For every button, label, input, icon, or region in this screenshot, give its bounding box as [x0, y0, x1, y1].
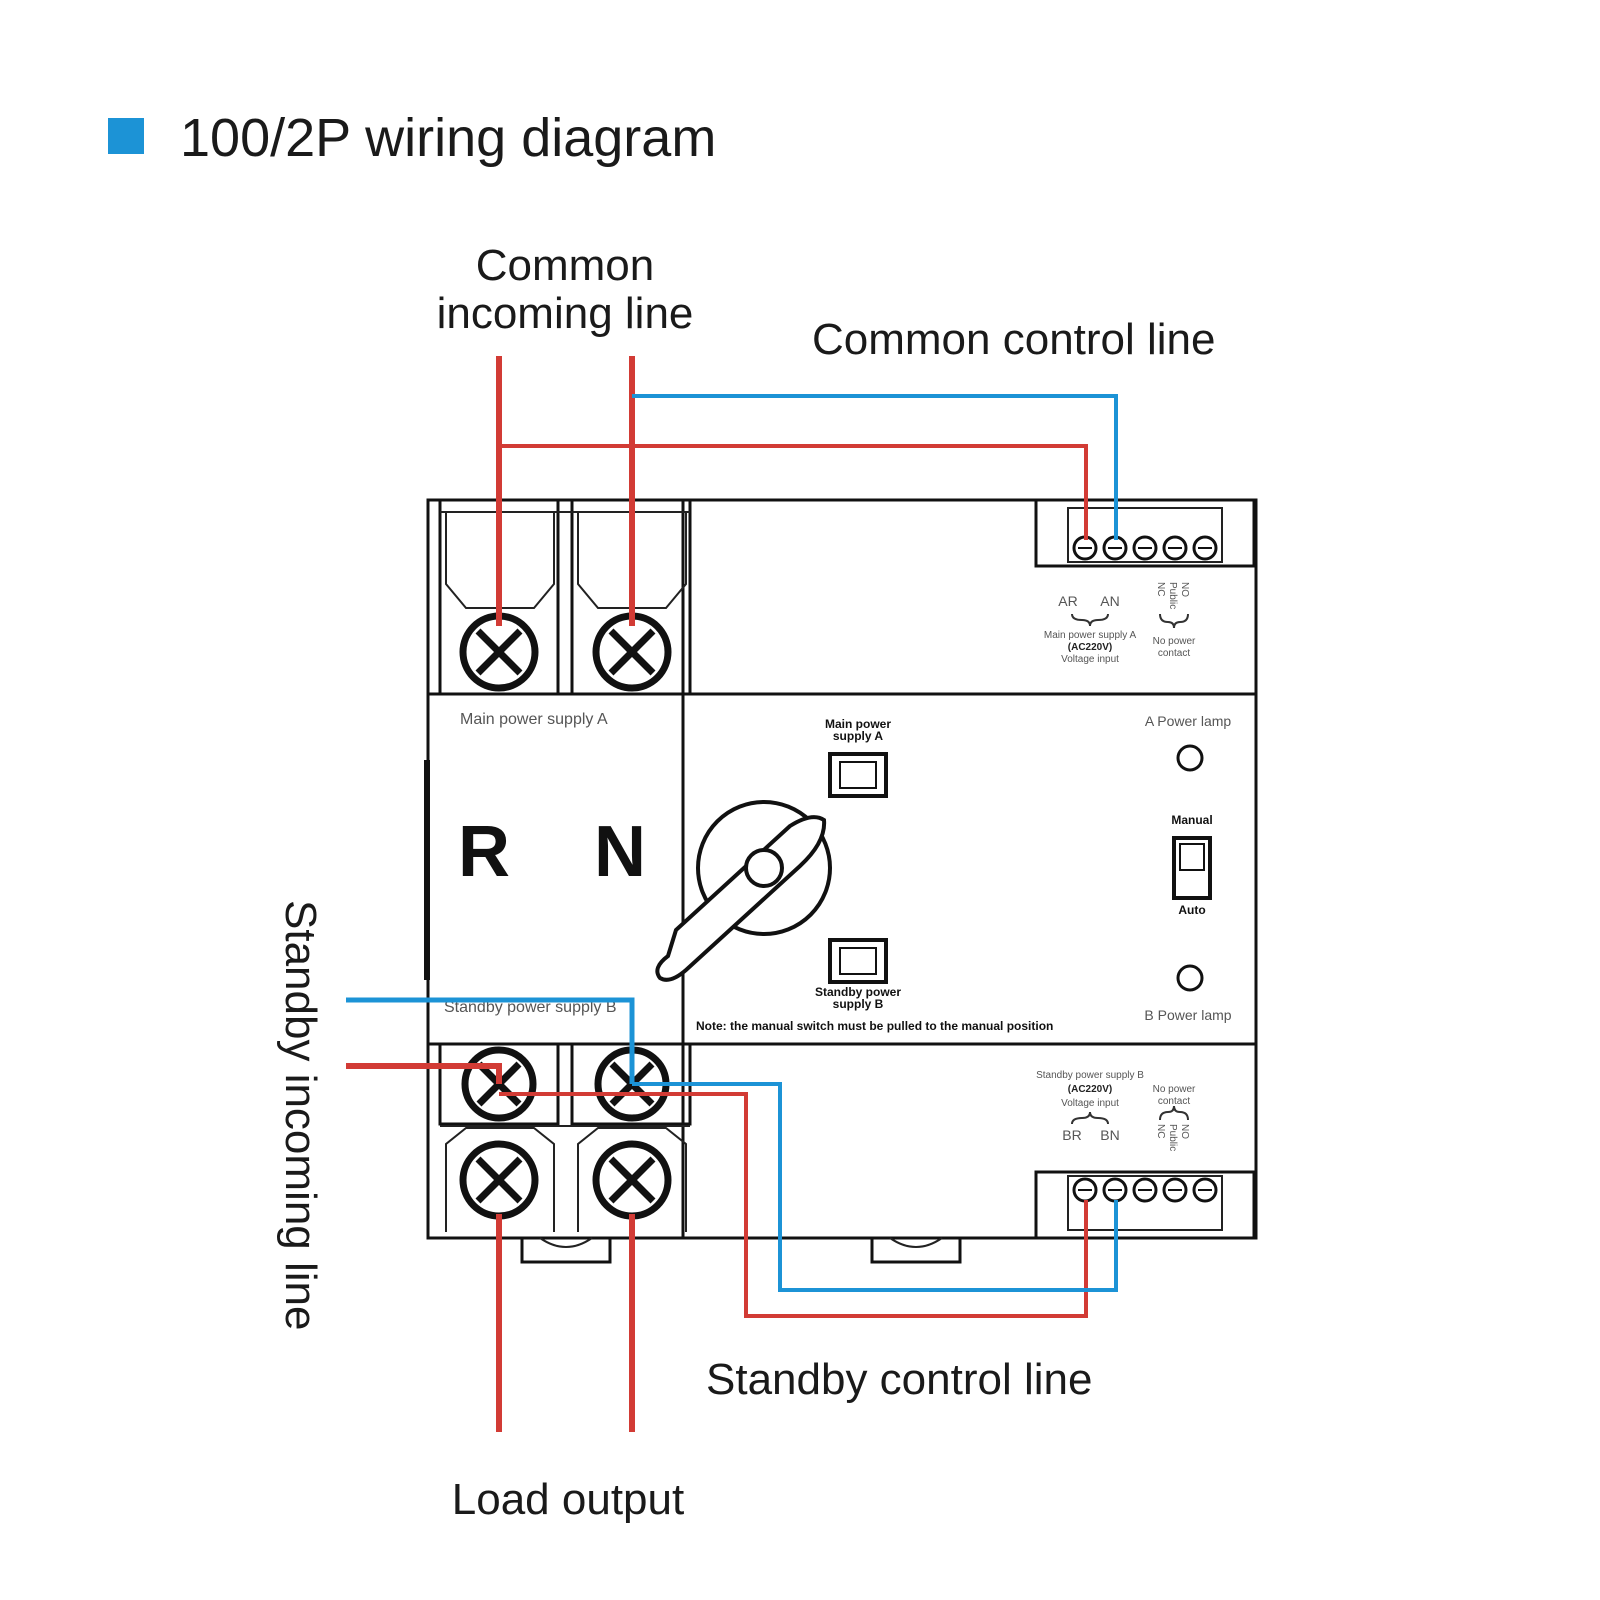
label-standby-control-line: Standby control line	[706, 1355, 1092, 1404]
label-main-power-supply-a: Main power supply A	[460, 711, 608, 728]
label-common-incoming-line-1: Common	[476, 241, 655, 290]
terminal-screw-top-r	[459, 612, 539, 692]
label-common-control-line: Common control line	[812, 315, 1216, 364]
wire-standby-control-red	[499, 1092, 1088, 1318]
label-b-power-lamp: B Power lamp	[1144, 1007, 1231, 1023]
top-block-contact-2: contact	[1158, 648, 1190, 659]
bottom-block-desc-3: Voltage input	[1061, 1098, 1119, 1109]
top-block-desc-3: Voltage input	[1061, 654, 1119, 665]
bottom-block-public: Public	[1167, 1124, 1178, 1151]
label-standby-power-indicator-1: Standby power	[815, 985, 901, 999]
a-power-lamp	[1176, 744, 1204, 772]
label-manual: Manual	[1171, 813, 1212, 827]
top-control-terminal-block	[1034, 498, 1256, 568]
label-br: BR	[1062, 1127, 1081, 1143]
title-marker-square	[108, 118, 144, 154]
bottom-control-screws	[1072, 1177, 1218, 1203]
top-block-public: Public	[1167, 582, 1178, 609]
label-main-power-indicator-1: Main power	[825, 717, 891, 731]
label-auto: Auto	[1178, 903, 1205, 917]
ats-device: Main power supply A R N Standby power su…	[424, 498, 1258, 1264]
label-ar: AR	[1058, 593, 1077, 609]
top-block-no: NO	[1179, 582, 1190, 597]
label-standby-power-supply-b: Standby power supply B	[444, 999, 617, 1016]
letter-r: R	[458, 812, 510, 892]
top-block-nc: NC	[1155, 582, 1166, 596]
label-standby-power-indicator-2: supply B	[833, 997, 884, 1011]
standby-power-indicator	[828, 938, 888, 984]
top-block-desc-2: (AC220V)	[1068, 642, 1112, 653]
bottom-block-desc-2: (AC220V)	[1068, 1084, 1112, 1095]
top-block-contact-1: No power	[1153, 636, 1196, 647]
bottom-block-nc: NC	[1155, 1124, 1166, 1138]
din-rail-clips	[520, 1237, 962, 1264]
bottom-block-contact-2: contact	[1158, 1096, 1190, 1107]
wire-common-control-red	[499, 444, 1088, 540]
b-power-lamp	[1176, 964, 1204, 992]
wire-standby-incoming-blue	[346, 997, 635, 1084]
bottom-block-no: NO	[1179, 1124, 1190, 1139]
manual-auto-switch[interactable]	[1172, 836, 1212, 900]
terminal-screw-load-r	[459, 1140, 539, 1220]
terminal-screw-load-n	[592, 1140, 672, 1220]
letter-n: N	[594, 812, 646, 892]
label-standby-incoming-line: Standby incoming line	[276, 900, 325, 1330]
rotary-switch-handle[interactable]	[655, 800, 832, 982]
bottom-control-terminal-block	[1034, 1170, 1256, 1240]
terminal-screw-top-n	[592, 612, 672, 692]
bottom-block-contact-1: No power	[1153, 1084, 1196, 1095]
diagram-title: 100/2P wiring diagram	[180, 108, 716, 168]
label-bn: BN	[1100, 1127, 1119, 1143]
label-an: AN	[1100, 593, 1119, 609]
label-main-power-indicator-2: supply A	[833, 729, 884, 743]
wire-standby-incoming-red	[346, 1063, 502, 1084]
label-a-power-lamp: A Power lamp	[1145, 713, 1232, 729]
wire-standby-control-blue	[632, 1082, 1118, 1292]
bottom-block-desc-1: Standby power supply B	[1036, 1070, 1144, 1081]
wire-common-control-blue	[632, 394, 1118, 540]
label-common-incoming-line-2: incoming line	[437, 289, 694, 338]
top-block-desc-1: Main power supply A	[1044, 630, 1137, 641]
main-power-indicator	[828, 752, 888, 798]
label-load-output: Load output	[452, 1475, 684, 1524]
manual-switch-note: Note: the manual switch must be pulled t…	[696, 1019, 1053, 1033]
